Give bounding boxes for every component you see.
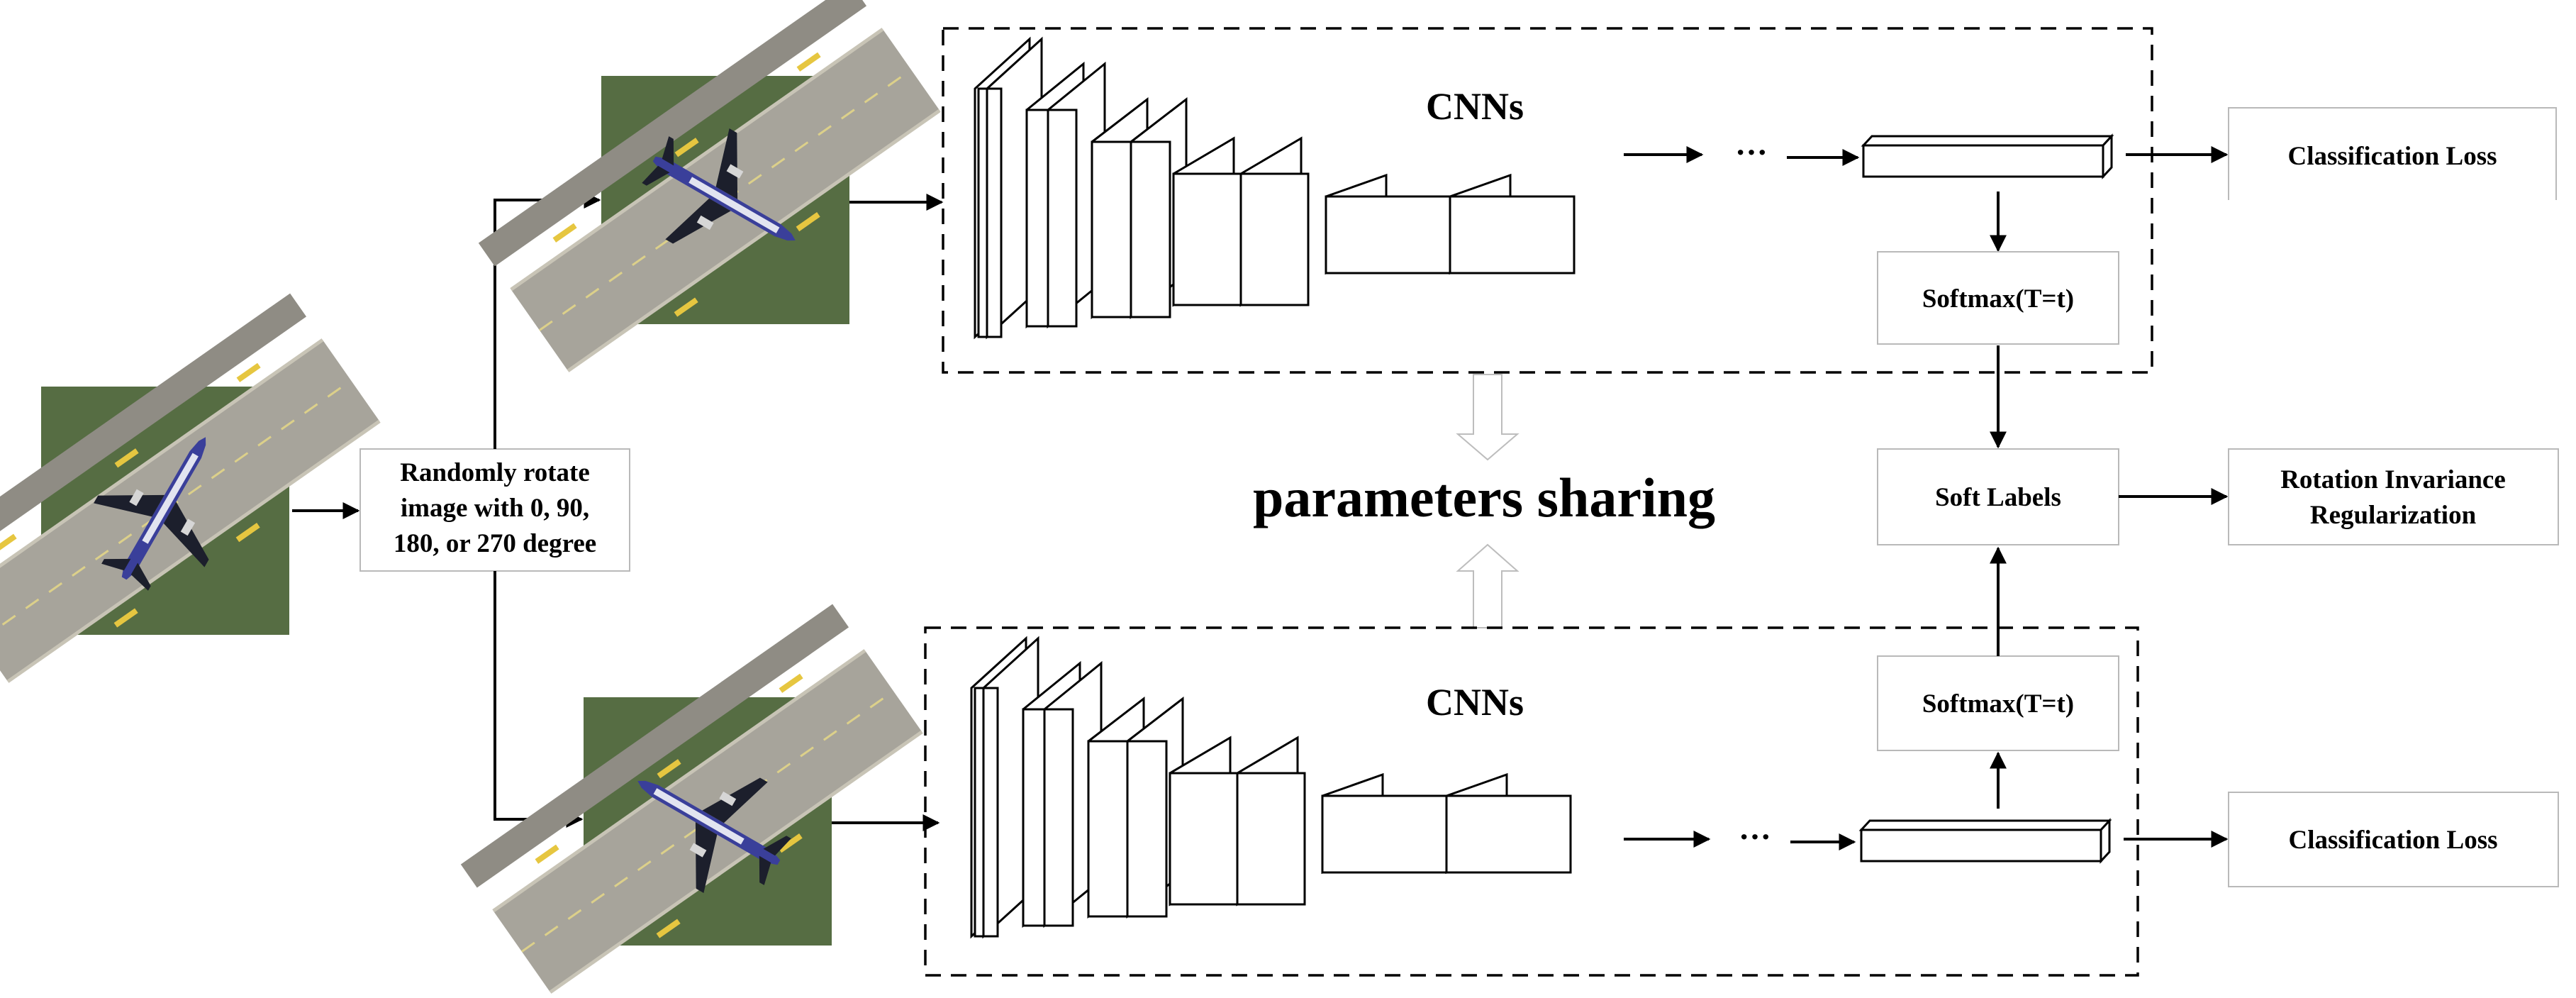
feature-vector-bottom	[1860, 819, 2111, 863]
rotation-invariance-box: Rotation Invariance Regularization	[2228, 448, 2559, 545]
softmax-box-bottom	[1877, 655, 2119, 751]
loss-label-top: Classification Loss	[2287, 142, 2497, 171]
softmax-label-top: Softmax(T=t)	[1922, 284, 2074, 314]
ellipsis-bottom: ···	[1739, 819, 1771, 855]
loss-label-bottom: Classification Loss	[2288, 826, 2497, 855]
feature-vector-top	[1862, 135, 2113, 178]
cnn-box-bottom: CNNs ··· Softmax(T=t)	[924, 626, 2139, 977]
regularization-label-line-1: Rotation Invariance	[2280, 465, 2506, 494]
softmax-label-bottom: Softmax(T=t)	[1922, 689, 2074, 719]
classification-loss-top: Classification Loss	[2228, 107, 2557, 200]
parameters-sharing-label: parameters sharing	[1253, 467, 1715, 528]
classification-loss-bottom: Classification Loss	[2228, 792, 2559, 887]
cnn-layer-stack-top	[974, 38, 1576, 338]
rotate-label-line-1: Randomly rotate	[400, 458, 590, 487]
rotate-label-line-3: 180, or 270 degree	[394, 529, 596, 558]
rotated-aircraft-image-bottom	[461, 604, 932, 998]
cnn-box-top: CNNs ··· Softmax(T=t)	[942, 27, 2153, 374]
rotated-aircraft-image-top	[479, 0, 950, 386]
soft-labels-box: Soft Labels	[1877, 448, 2119, 545]
cnn-label-bottom: CNNs	[1426, 681, 1524, 723]
softmax-box-top	[1877, 251, 2119, 345]
soft-labels-label: Soft Labels	[1935, 483, 2061, 512]
rotate-box: Randomly rotate image with 0, 90, 180, o…	[359, 448, 630, 572]
sharing-arrow-up	[1456, 543, 1520, 628]
cnn-label-top: CNNs	[1426, 85, 1524, 128]
sharing-arrow-down	[1456, 374, 1520, 461]
ellipsis-top: ···	[1735, 134, 1768, 170]
regularization-label-line-2: Regularization	[2310, 501, 2477, 530]
input-aircraft-image	[0, 294, 390, 697]
arrow-rotate-to-bottom-image	[494, 571, 584, 828]
rotate-label-line-2: image with 0, 90,	[401, 494, 589, 523]
